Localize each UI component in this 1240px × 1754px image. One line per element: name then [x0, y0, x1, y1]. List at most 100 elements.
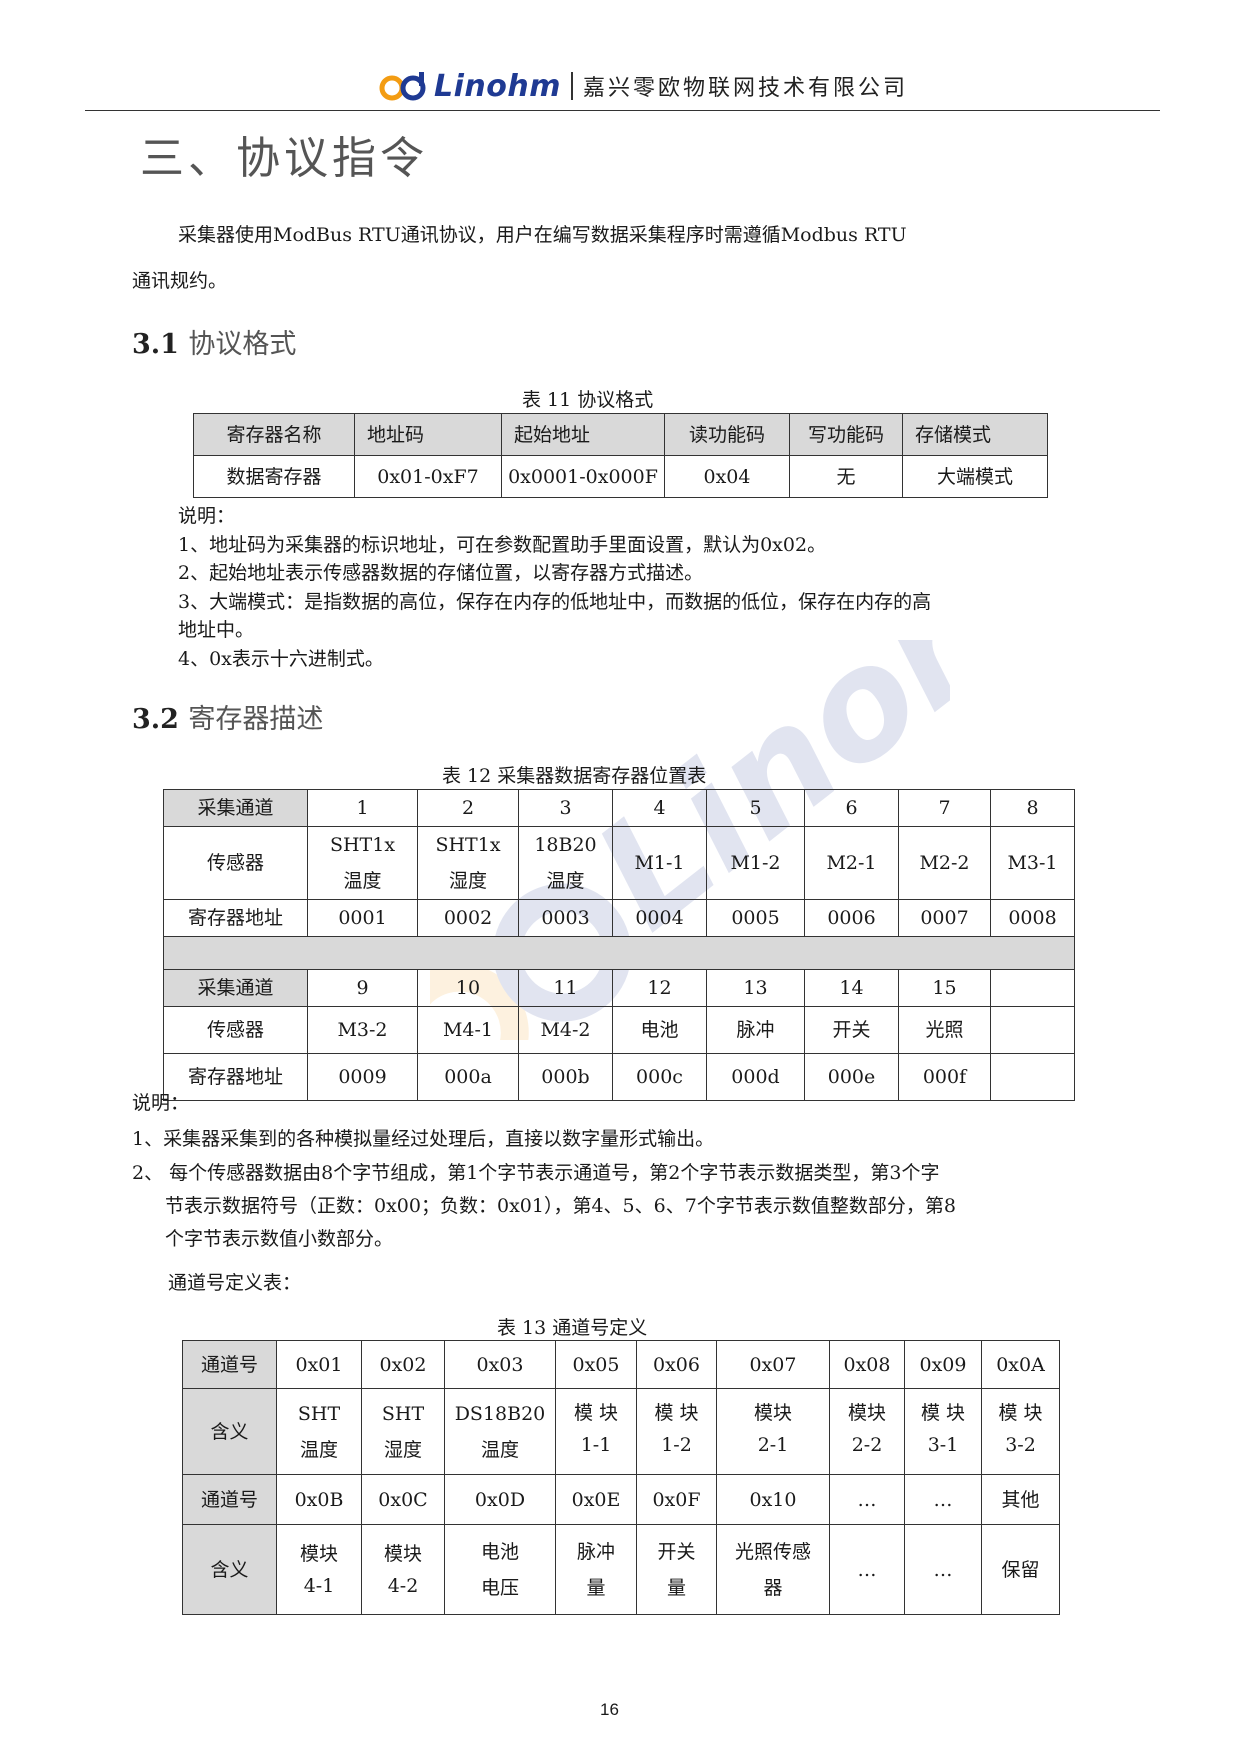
company-name: 嘉兴零欧物联网技术有限公司 — [582, 76, 908, 101]
address-cell: 000e — [804, 1053, 899, 1101]
table-cell: 无 — [789, 455, 903, 498]
channel-cell — [990, 969, 1075, 1007]
address-cell: 000f — [898, 1053, 991, 1101]
meaning-cell: 保留 — [981, 1524, 1060, 1615]
channel-cell: 0x0E — [555, 1474, 637, 1525]
address-cell: 0006 — [804, 899, 899, 937]
channel-cell: 0x07 — [716, 1340, 830, 1389]
row-label: 采集通道 — [163, 969, 308, 1007]
row-label: 含义 — [182, 1524, 277, 1615]
meaning-cell: 电池电压 — [444, 1524, 556, 1615]
header-cell: 地址码 — [354, 413, 502, 456]
header-divider — [570, 72, 573, 100]
channel-cell: 0x08 — [829, 1340, 905, 1389]
address-cell: 0009 — [307, 1053, 418, 1101]
address-cell — [990, 1053, 1075, 1101]
channel-cell: 0x0C — [361, 1474, 445, 1525]
channel-cell: 2 — [417, 789, 519, 827]
sensor-cell: M2-2 — [898, 826, 991, 900]
notes-title: 说明： — [132, 1092, 190, 1114]
row-label: 传感器 — [163, 1006, 308, 1054]
note-line: 3、大端模式：是指数据的高位，保存在内存的低地址中，而数据的低位，保存在内存的高 — [178, 591, 932, 613]
row-label: 寄存器地址 — [163, 899, 308, 937]
channel-cell: 12 — [612, 969, 707, 1007]
channel-cell: 13 — [706, 969, 805, 1007]
address-cell: 0001 — [307, 899, 418, 937]
sensor-cell — [990, 1006, 1075, 1054]
section-number: 3.2 — [132, 704, 179, 735]
note-line: 地址中。 — [178, 619, 255, 641]
table-cell: 0x01-0xF7 — [354, 455, 502, 498]
channel-cell: 0x09 — [904, 1340, 982, 1389]
row-label: 寄存器地址 — [163, 1053, 308, 1101]
row-label: 通道号 — [182, 1474, 277, 1525]
channel-definition-table: 通道号 0x01 0x02 0x03 0x05 0x06 0x07 0x08 0… — [182, 1340, 1060, 1615]
header-cell: 起始地址 — [501, 413, 665, 456]
address-cell: 000d — [706, 1053, 805, 1101]
sensor-cell: M4-1 — [417, 1006, 519, 1054]
channel-cell: 15 — [898, 969, 991, 1007]
sensor-cell: 光照 — [898, 1006, 991, 1054]
section-heading-3-2: 3.2 寄存器描述 — [132, 697, 323, 736]
note-line: 个字节表示数值小数部分。 — [165, 1228, 394, 1250]
brand-name: Linohm — [434, 68, 561, 104]
channel-cell: 11 — [518, 969, 613, 1007]
meaning-cell: … — [904, 1524, 982, 1615]
address-cell: 0008 — [990, 899, 1075, 937]
channel-cell: 其他 — [981, 1474, 1060, 1525]
header-logo: Linohm 嘉兴零欧物联网技术有限公司 — [378, 68, 908, 104]
note-line: 4、0x表示十六进制式。 — [178, 648, 384, 670]
table-cell: 0x04 — [664, 455, 790, 498]
address-cell: 0005 — [706, 899, 805, 937]
page-number: 16 — [600, 1700, 619, 1719]
note-line: 1、采集器采集到的各种模拟量经过处理后，直接以数字量形式输出。 — [132, 1128, 715, 1150]
header-cell: 寄存器名称 — [193, 413, 355, 456]
note-line: 2、起始地址表示传感器数据的存储位置，以寄存器方式描述。 — [178, 562, 704, 584]
intro-line-2: 通讯规约。 — [132, 270, 228, 292]
channel-cell: 3 — [518, 789, 613, 827]
protocol-format-table: 寄存器名称 地址码 起始地址 读功能码 写功能码 存储模式 数据寄存器 0x01… — [193, 413, 1048, 498]
sensor-cell: 开关 — [804, 1006, 899, 1054]
channel-cell: 14 — [804, 969, 899, 1007]
definition-intro: 通道号定义表： — [168, 1272, 302, 1294]
table-12-caption: 表 12 采集器数据寄存器位置表 — [442, 765, 707, 787]
address-cell: 000b — [518, 1053, 613, 1101]
address-cell: 000a — [417, 1053, 519, 1101]
meaning-cell: 光照传感器 — [716, 1524, 830, 1615]
address-cell: 0003 — [518, 899, 613, 937]
address-cell: 0002 — [417, 899, 519, 937]
meaning-cell: 脉冲量 — [555, 1524, 637, 1615]
note-line: 2、 每个传感器数据由8个字节组成，第1个字节表示通道号，第2个字节表示数据类型… — [132, 1162, 940, 1184]
channel-cell: 0x10 — [716, 1474, 830, 1525]
row-label: 传感器 — [163, 826, 308, 900]
section-title: 协议格式 — [188, 329, 297, 360]
table-11-caption: 表 11 协议格式 — [522, 389, 654, 411]
header-cell: 写功能码 — [789, 413, 903, 456]
sensor-cell: M4-2 — [518, 1006, 613, 1054]
linohm-logo-icon — [379, 72, 426, 101]
channel-cell: 0x01 — [276, 1340, 362, 1389]
channel-cell: 4 — [612, 789, 707, 827]
note-line: 1、地址码为采集器的标识地址，可在参数配置助手里面设置，默认为0x02。 — [178, 534, 827, 556]
row-label: 采集通道 — [163, 789, 308, 827]
address-cell: 000c — [612, 1053, 707, 1101]
meaning-cell: … — [829, 1524, 905, 1615]
sensor-cell: M1-2 — [706, 826, 805, 900]
notes-title: 说明： — [178, 505, 236, 527]
channel-cell: 1 — [307, 789, 418, 827]
channel-cell: 7 — [898, 789, 991, 827]
table-cell: 大端模式 — [902, 455, 1048, 498]
channel-cell: 0x06 — [636, 1340, 717, 1389]
